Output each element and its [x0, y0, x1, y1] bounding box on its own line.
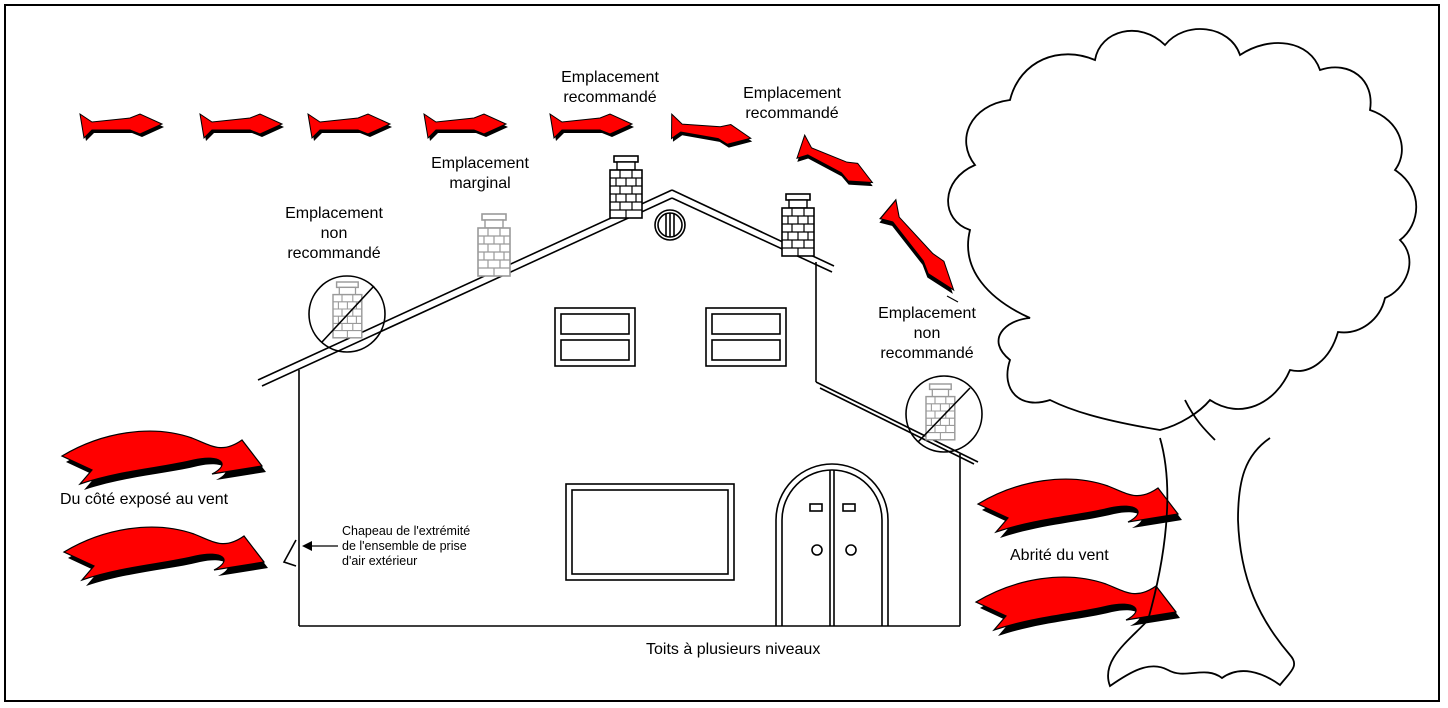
- chimney-icon: [609, 155, 643, 219]
- label-recommended-1: Emplacement recommandé: [561, 69, 659, 106]
- door: [775, 463, 889, 626]
- chimney-icon: [781, 193, 815, 257]
- window: [554, 307, 636, 367]
- wind-arrow-icon: [874, 199, 964, 304]
- wind-arrow-icon: [199, 113, 285, 142]
- wind-arrow-icon: [423, 113, 509, 142]
- window: [705, 307, 787, 367]
- wind-arrow-icon: [307, 113, 393, 142]
- intake-cap-icon: [282, 539, 297, 567]
- wind-arrow-icon: [975, 576, 1181, 637]
- wind-arrow-icon: [61, 430, 267, 491]
- wind-arrow-icon: [977, 478, 1183, 539]
- wind-arrow-icon: [79, 113, 165, 142]
- label-recommended-2: Emplacement recommandé: [743, 85, 841, 122]
- prohibited-circle-icon: [905, 375, 983, 453]
- label-leeward: Abrité du vent: [1010, 547, 1109, 564]
- leader-arrow: [302, 541, 338, 551]
- label-pointer: [946, 295, 959, 303]
- label-non-recommended-right: Emplacement non recommandé: [878, 305, 976, 362]
- label-windward: Du côté exposé au vent: [60, 491, 229, 508]
- wind-arrow-icon: [63, 526, 269, 587]
- chimney-icon: [477, 213, 511, 277]
- label-intake-cap: Chapeau de l'extrémité de l'ensemble de …: [342, 524, 471, 568]
- label-marginal: Emplacement marginal: [431, 155, 529, 192]
- label-non-recommended-left: Emplacement non recommandé: [285, 205, 383, 262]
- window: [565, 483, 735, 581]
- prohibited-circle-icon: [308, 275, 386, 353]
- diagram-caption: Toits à plusieurs niveaux: [646, 641, 821, 658]
- attic-vent-icon: [654, 209, 686, 241]
- tree-icon: [947, 28, 1418, 688]
- wind-arrow-icon: [549, 113, 635, 142]
- wind-arrow-icon: [791, 134, 880, 199]
